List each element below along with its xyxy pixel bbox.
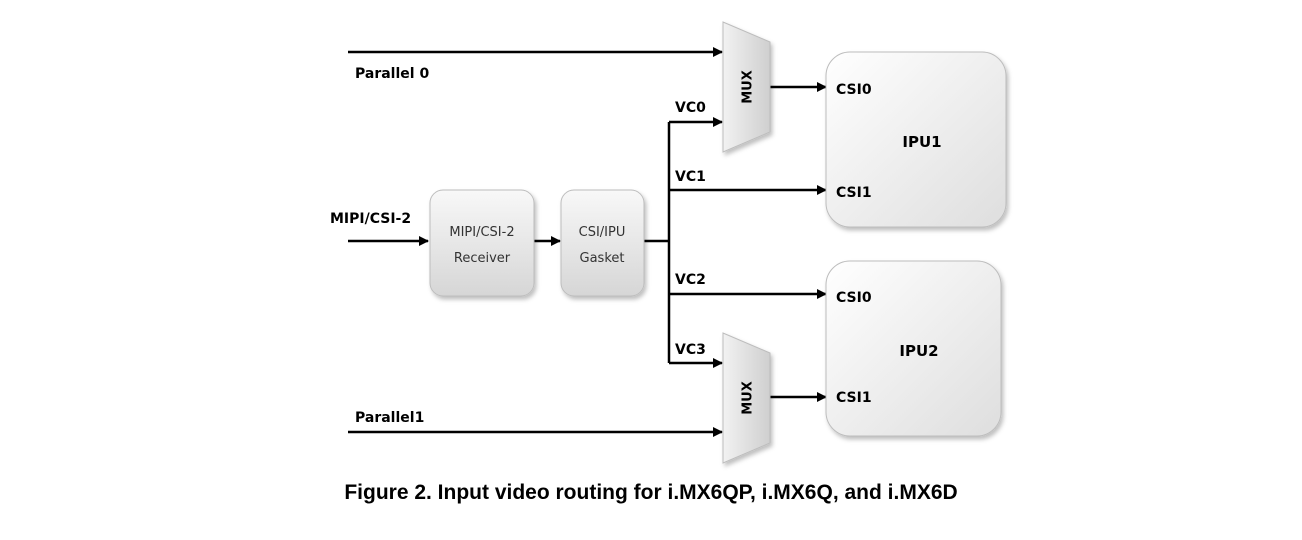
- figure-caption: Figure 2. Input video routing for i.MX6Q…: [344, 481, 958, 504]
- mux-bottom-label: MUX: [741, 381, 756, 415]
- ipu1-csi1-label: CSI1: [836, 185, 872, 201]
- ipu1-csi0-label: CSI0: [836, 82, 872, 98]
- csi-ipu-gasket-block: CSI/IPU Gasket: [560, 189, 645, 297]
- mux-top: MUX: [722, 21, 771, 153]
- receiver-line1: MIPI/CSI-2: [449, 225, 514, 240]
- gasket-line1: CSI/IPU: [579, 225, 626, 240]
- vc3-label: VC3: [675, 342, 706, 358]
- ipu2-csi1-label: CSI1: [836, 390, 872, 406]
- video-routing-diagram: Parallel 0 MIPI/CSI-2 Parallel1 VC0 VC1 …: [330, 21, 1007, 464]
- ipu2-block: CSI0 IPU2 CSI1: [825, 260, 1002, 437]
- vc2-label: VC2: [675, 272, 706, 288]
- parallel0-label: Parallel 0: [355, 66, 429, 82]
- ipu1-name: IPU1: [902, 133, 941, 151]
- ipu1-block: CSI0 IPU1 CSI1: [825, 51, 1007, 228]
- mux-top-label: MUX: [741, 70, 756, 104]
- mux-bottom: MUX: [722, 332, 771, 464]
- ipu2-csi0-label: CSI0: [836, 290, 872, 306]
- parallel1-label: Parallel1: [355, 410, 424, 426]
- vc0-label: VC0: [675, 100, 706, 116]
- mipi-receiver-block: MIPI/CSI-2 Receiver: [429, 189, 535, 297]
- gasket-line2: Gasket: [580, 251, 625, 266]
- ipu2-name: IPU2: [899, 342, 938, 360]
- mipi-input-label: MIPI/CSI-2: [330, 211, 411, 227]
- receiver-line2: Receiver: [454, 251, 511, 266]
- vc1-label: VC1: [675, 169, 706, 185]
